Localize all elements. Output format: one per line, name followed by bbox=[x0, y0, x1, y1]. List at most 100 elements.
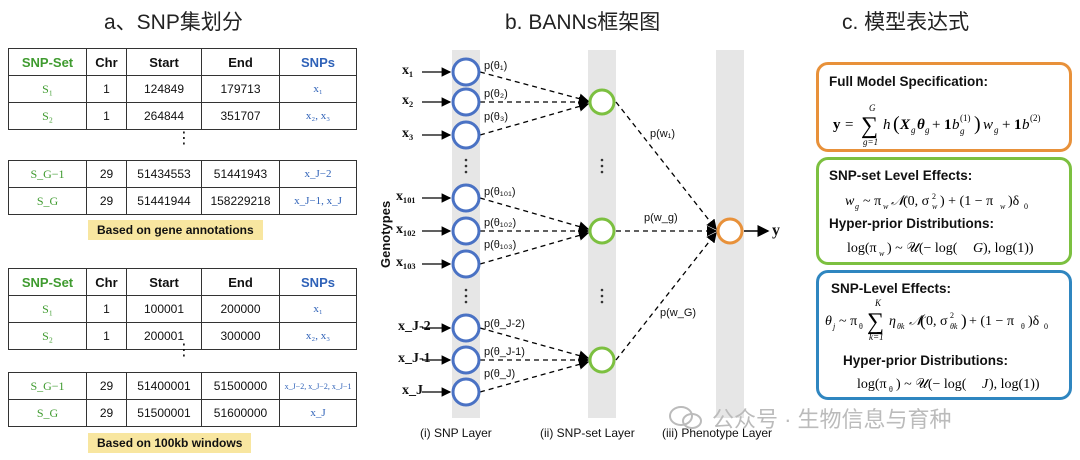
input-xj: x_J bbox=[402, 383, 423, 398]
svg-text:k=1: k=1 bbox=[869, 332, 884, 341]
snp-set-hyperprior-title: Hyper-prior Distributions: bbox=[829, 216, 995, 231]
table-row: S₁ 1 100001 200000 x₁ bbox=[8, 295, 357, 323]
svg-text:h: h bbox=[883, 117, 891, 133]
full-model-formula: y = ∑ G g=1 h ( X g θ g + 1 b g (1) ) w … bbox=[831, 101, 1063, 152]
svg-text:y: y bbox=[833, 117, 841, 133]
input-x1: x₁ bbox=[402, 63, 414, 78]
svg-text:~ π: ~ π bbox=[839, 314, 857, 329]
input-x2: x₂ bbox=[402, 93, 414, 108]
snp-effects-formula: θ j ~ π θ ∑ K k=1 η θk 𝒩 ( 0, σ θk 2 ) +… bbox=[823, 297, 1071, 346]
snp-set-node bbox=[588, 346, 616, 374]
chr: 1 bbox=[86, 295, 127, 323]
start: 264844 bbox=[126, 102, 202, 130]
w-label: p(w_g) bbox=[644, 212, 678, 224]
svg-text:): ) bbox=[974, 113, 981, 135]
theta-label: p(θ₁₀₂) bbox=[484, 217, 517, 229]
phenotype-layer-label: (iii) Phenotype Layer bbox=[662, 426, 773, 440]
chr: 1 bbox=[86, 75, 127, 103]
start: 200001 bbox=[126, 322, 202, 350]
snp-node bbox=[451, 57, 481, 87]
svg-text:g: g bbox=[960, 126, 965, 136]
svg-text:+ (1 − π: + (1 − π bbox=[969, 314, 1014, 329]
svg-text:b: b bbox=[1022, 117, 1030, 133]
snp-set-effects-box: SNP-set Level Effects: w g ~ π w 𝒩 (0, σ… bbox=[816, 157, 1072, 265]
svg-text:) + (1 − π: ) + (1 − π bbox=[940, 194, 993, 209]
start: 51434553 bbox=[126, 160, 202, 188]
svg-text:θ: θ bbox=[859, 322, 863, 331]
snps: x₁ bbox=[279, 295, 357, 323]
col-snp-set: SNP-Set bbox=[8, 48, 87, 76]
table-header-row: SNP-Set Chr Start End SNPs bbox=[8, 48, 357, 76]
snps: x_J bbox=[279, 399, 357, 427]
start: 100001 bbox=[126, 295, 202, 323]
chr: 29 bbox=[86, 399, 127, 427]
snp-set-formula-svg: w g ~ π w 𝒩 (0, σ w 2 ) + (1 − π w )δ 0 bbox=[845, 192, 1028, 211]
theta-label: p(θ₁₀₃) bbox=[484, 239, 517, 251]
table2-ellipsis: ⋮ bbox=[176, 342, 192, 359]
svg-text:θ: θ bbox=[825, 314, 832, 329]
svg-text:), log(1)): ), log(1)) bbox=[989, 377, 1040, 392]
set-id: S₁ bbox=[8, 295, 87, 323]
svg-text:0: 0 bbox=[1044, 322, 1048, 331]
svg-text:+: + bbox=[932, 117, 940, 133]
snp-effects-formula-svg: θ j ~ π θ ∑ K k=1 η θk 𝒩 ( 0, σ θk 2 ) +… bbox=[825, 298, 1048, 342]
svg-text:) ~ 𝒰(− log(: ) ~ 𝒰(− log( bbox=[896, 377, 967, 392]
svg-text:G: G bbox=[973, 241, 983, 256]
svg-text:(2): (2) bbox=[1030, 113, 1041, 123]
wechat-icon bbox=[668, 404, 704, 437]
section-c-title: c. 模型表达式 bbox=[842, 11, 970, 34]
snps: x_J−2, x_J−2, x_J−1 bbox=[279, 372, 357, 400]
snp-set-hyperprior-formula: log(π w ) ~ 𝒰(− log( G ), log(1)) bbox=[845, 238, 1061, 263]
theta-label: p(θ₁) bbox=[484, 60, 508, 72]
svg-text:b: b bbox=[952, 117, 960, 133]
full-model-formula-svg: y = ∑ G g=1 h ( X g θ g + 1 b g (1) ) w … bbox=[833, 103, 1041, 147]
banns-network-diagram bbox=[422, 50, 770, 418]
table-header-row: SNP-Set Chr Start End SNPs bbox=[8, 268, 357, 296]
svg-text:g: g bbox=[994, 125, 999, 135]
svg-text:(0, σ: (0, σ bbox=[903, 194, 930, 209]
snps: x_J−1, x_J bbox=[279, 187, 357, 215]
col-chr: Chr bbox=[86, 48, 127, 76]
wechat-icon-svg bbox=[669, 406, 702, 429]
svg-text:∑: ∑ bbox=[861, 113, 878, 139]
svg-text:X: X bbox=[899, 117, 911, 133]
svg-text:(1): (1) bbox=[960, 113, 971, 123]
table2-note: Based on 100kb windows bbox=[88, 433, 252, 453]
svg-text:~ π: ~ π bbox=[863, 194, 881, 209]
svg-text:g: g bbox=[925, 125, 930, 135]
table-row: S_G−1 29 51400001 51500000 x_J−2, x_J−2,… bbox=[8, 372, 357, 400]
theta-label: p(θ_J) bbox=[484, 368, 516, 380]
input-x102: x₁₀₂ bbox=[396, 222, 416, 237]
snp-set-table-window: SNP-Set Chr Start End SNPs S₁ 1 100001 2… bbox=[8, 268, 357, 350]
chr: 1 bbox=[86, 102, 127, 130]
svg-text:g: g bbox=[855, 202, 859, 211]
svg-text:w: w bbox=[1000, 202, 1006, 211]
table1-note: Based on gene annotations bbox=[88, 220, 263, 240]
svg-text:1: 1 bbox=[944, 117, 952, 133]
snp-node bbox=[451, 216, 481, 246]
chr: 1 bbox=[86, 322, 127, 350]
input-x103: x₁₀₃ bbox=[396, 255, 416, 270]
snp-set-hyperprior-svg: log(π w ) ~ 𝒰(− log( G ), log(1)) bbox=[847, 241, 1034, 258]
svg-text:θ: θ bbox=[1021, 322, 1025, 331]
table-row: S_G 29 51500001 51600000 x_J bbox=[8, 399, 357, 427]
snp-set-table-gene-bottom: S_G−1 29 51434553 51441943 x_J−2 S_G 29 … bbox=[8, 160, 357, 215]
chr: 29 bbox=[86, 187, 127, 215]
theta-label: p(θ_J-2) bbox=[484, 318, 525, 330]
set-id: S_G bbox=[8, 187, 87, 215]
svg-text:θ: θ bbox=[917, 117, 925, 133]
w-label: p(w₁) bbox=[650, 128, 676, 140]
input-x101: x₁₀₁ bbox=[396, 189, 416, 204]
table-row: S_G−1 29 51434553 51441943 x_J−2 bbox=[8, 160, 357, 188]
col-snps: SNPs bbox=[279, 48, 357, 76]
svg-text:w: w bbox=[845, 194, 855, 209]
chr: 29 bbox=[86, 160, 127, 188]
col-end: End bbox=[201, 48, 280, 76]
snp-set-effects-title: SNP-set Level Effects: bbox=[829, 168, 973, 183]
svg-text:(: ( bbox=[893, 113, 900, 135]
svg-text:w: w bbox=[879, 249, 885, 258]
genotypes-label: Genotypes bbox=[378, 200, 393, 268]
full-model-box: Full Model Specification: y = ∑ G g=1 h … bbox=[816, 62, 1072, 152]
table-row: S₂ 1 200001 300000 x₂, x₃ bbox=[8, 322, 357, 350]
col-start: Start bbox=[126, 48, 202, 76]
